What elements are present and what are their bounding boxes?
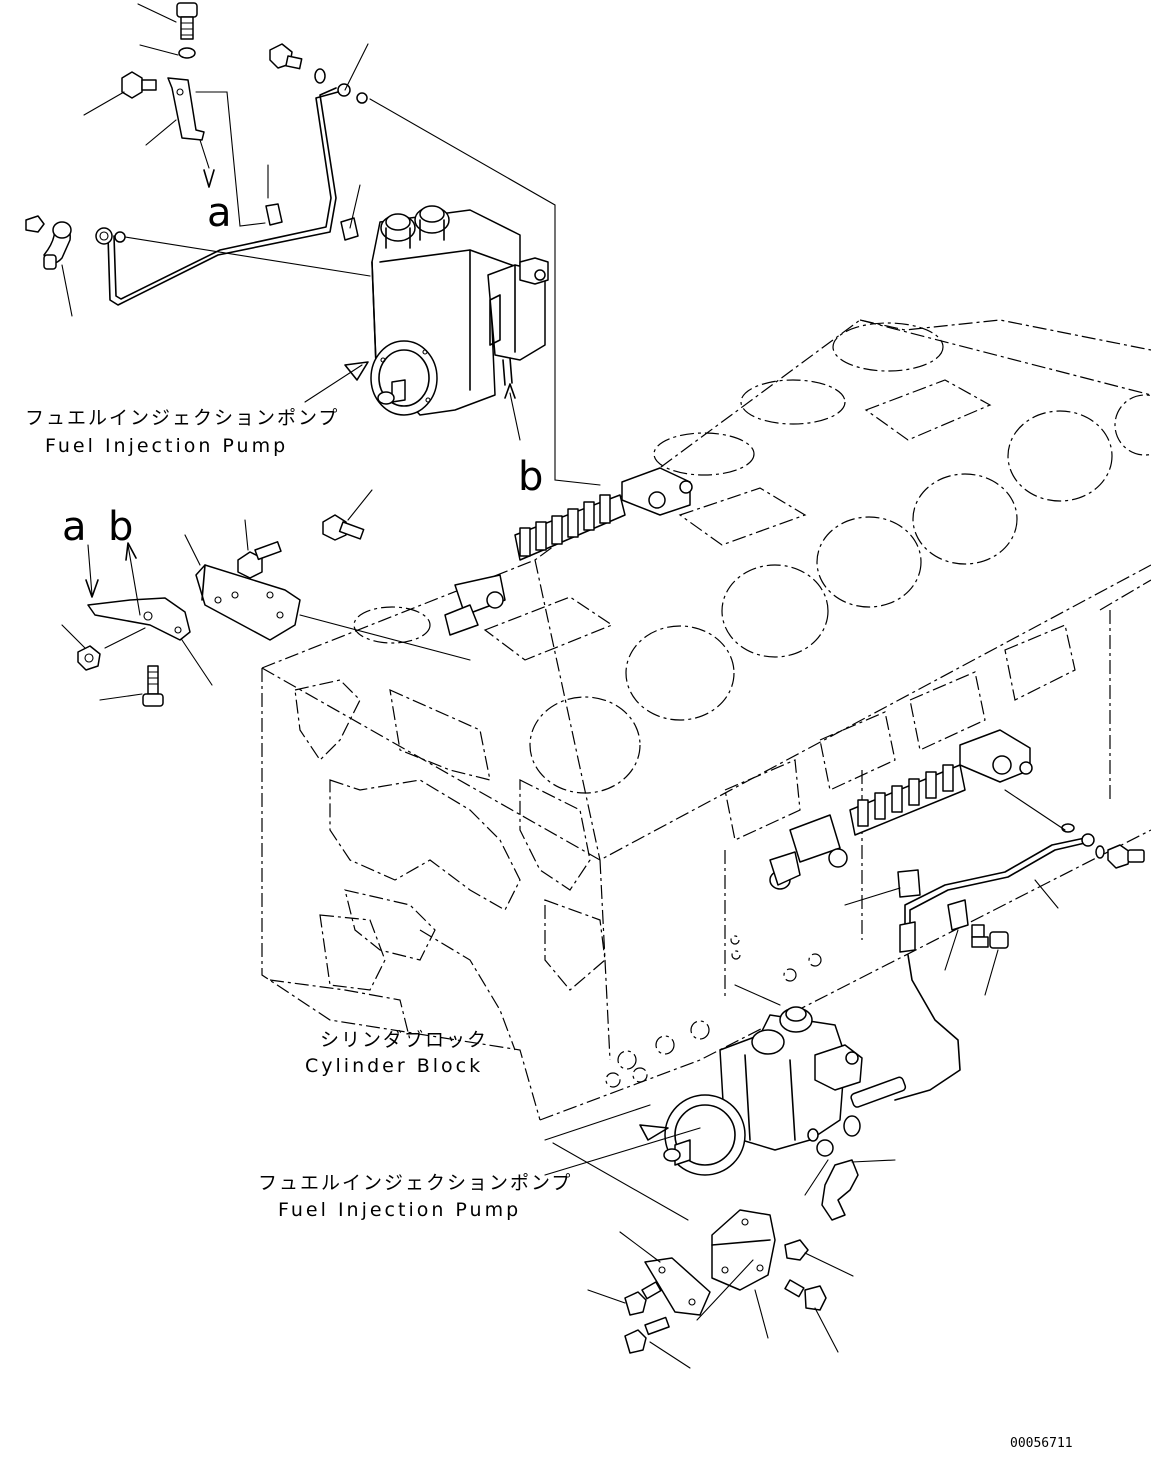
fuel-pipe-top (95, 83, 368, 306)
ref-b-top: b (518, 454, 543, 500)
label-pump-top-jp: フュエルインジェクションポンプ (25, 407, 339, 429)
ref-a-top: a (207, 190, 232, 236)
drawing-code: 00056711 (1010, 1436, 1073, 1451)
label-pump-top-en: Fuel Injection Pump (45, 435, 288, 457)
bolts-lower-brackets (624, 1239, 827, 1354)
fitting-lower-pump (807, 1076, 907, 1221)
bolt-top-horizontal (121, 71, 157, 99)
callout-lines-top (61, 3, 601, 486)
label-pump-bottom-jp: フュエルインジェクションポンプ (258, 1172, 572, 1194)
callout-lines-left (61, 489, 471, 701)
bracket-lower-rear (644, 1257, 711, 1316)
bolt-lower-right (1095, 844, 1145, 869)
bracket-top (167, 77, 205, 141)
fuel-injection-pump-top (370, 205, 549, 416)
ref-a-left: a (62, 504, 87, 550)
label-pump-bottom-en: Fuel Injection Pump (278, 1199, 521, 1221)
fuel-injection-pump-lower (663, 1006, 863, 1176)
label-block-en: Cylinder Block (305, 1055, 483, 1077)
bolt-lower-pipe-clip (971, 924, 1009, 949)
bracket-lower-front (711, 1209, 776, 1291)
ref-b-left: b (108, 504, 133, 550)
fuel-manifold-lower (769, 729, 1033, 890)
cylinder-block (261, 319, 1151, 1121)
bolt-top-right (269, 43, 326, 84)
callout-lines-lower (544, 789, 1066, 1369)
fuel-pipe-lower (894, 823, 1095, 1101)
bolt-top-vertical (176, 2, 198, 59)
label-block-jp: シリンダブロック (320, 1028, 488, 1051)
clip-top (265, 203, 359, 241)
bracket-left-assembly (77, 514, 365, 707)
banjo-fitting-top-left (25, 215, 72, 270)
fuel-manifold-top (444, 467, 693, 636)
